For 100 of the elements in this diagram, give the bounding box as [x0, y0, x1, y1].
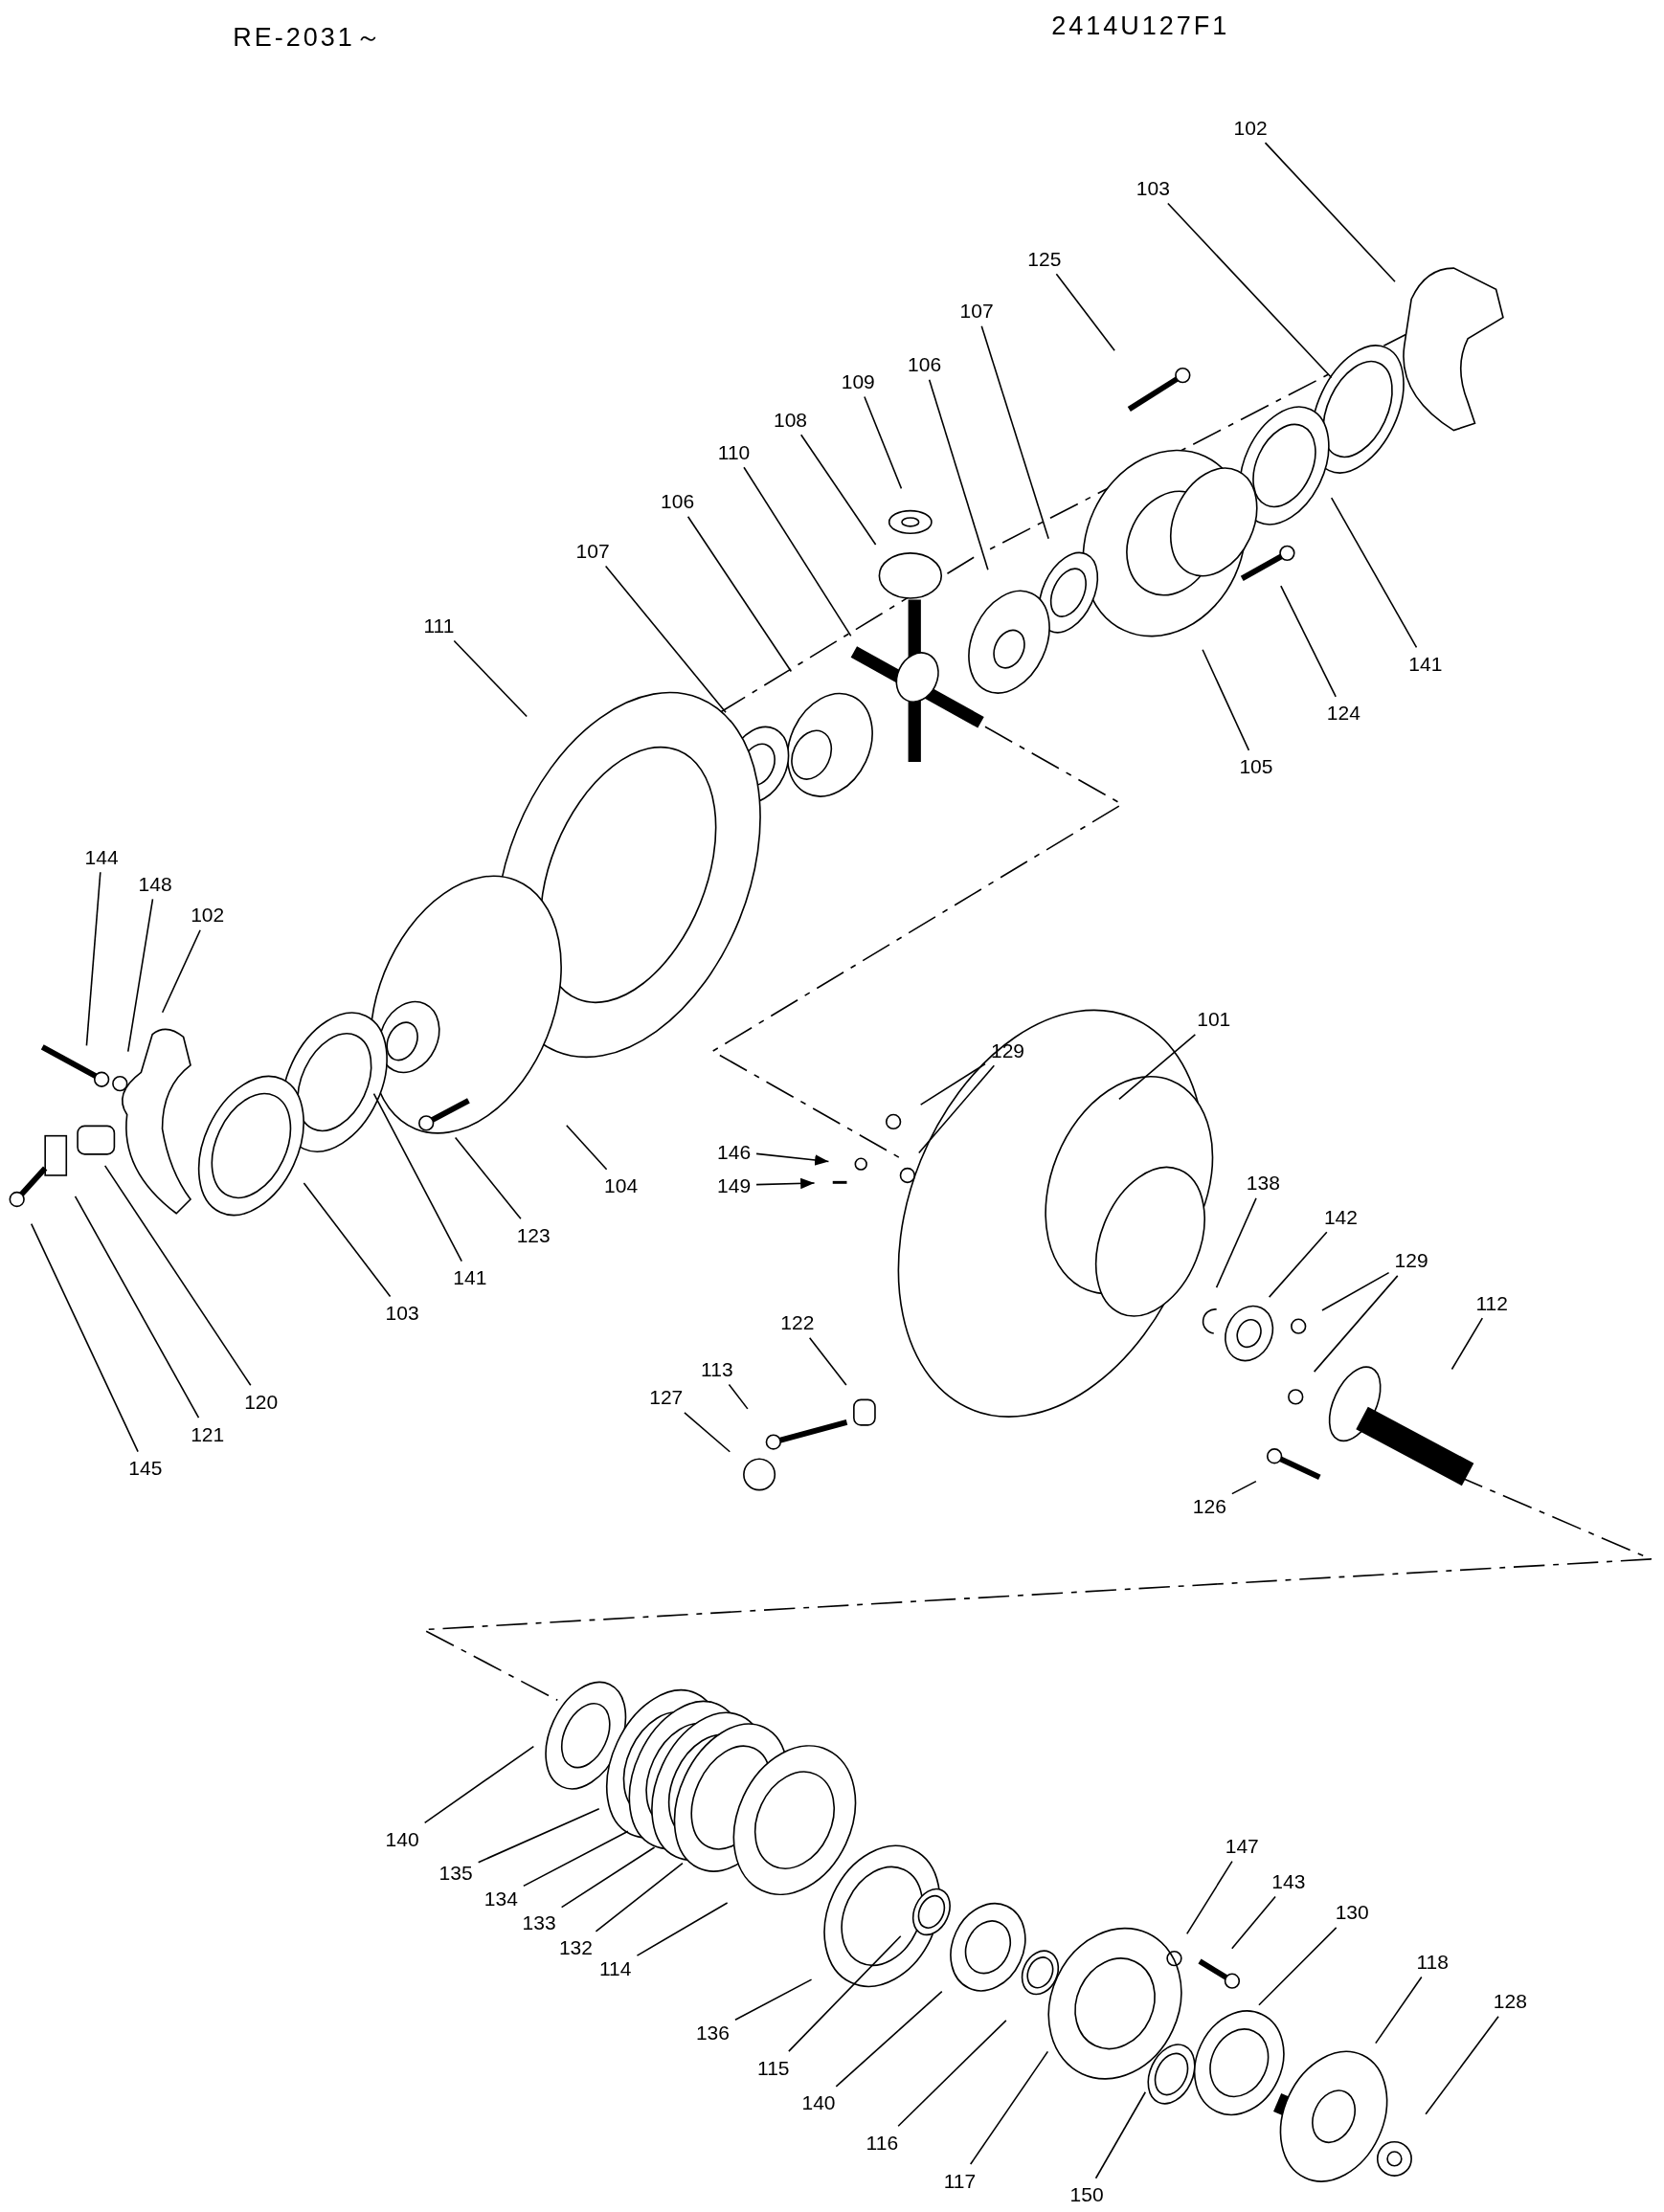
leader-line [636, 1902, 729, 1956]
callout-number: 121 [190, 1422, 226, 1445]
callout-number: 145 [127, 1456, 164, 1479]
callout-number: 103 [1135, 176, 1171, 199]
leader-line [919, 1062, 986, 1106]
callout-number: 120 [243, 1390, 280, 1413]
leader-line [835, 1990, 943, 2088]
leader-line [560, 1846, 656, 1909]
callout-number: 133 [521, 1910, 557, 1933]
callout-number: 125 [1026, 247, 1063, 270]
leader-line [30, 1222, 139, 1453]
leader-line [1231, 1480, 1257, 1495]
callout-number: 109 [840, 369, 876, 392]
leader-line [1167, 202, 1333, 379]
callout-number: 107 [958, 299, 995, 322]
leader-line [1055, 273, 1115, 352]
leader-line [1094, 2090, 1147, 2179]
callout-number: 113 [700, 1357, 734, 1380]
leader-line [799, 434, 877, 546]
callout-number: 126 [1191, 1494, 1227, 1517]
leader-line [523, 1830, 629, 1888]
leader-line [755, 1152, 830, 1166]
callout-number: 105 [1238, 754, 1274, 777]
leader-line [565, 1124, 608, 1171]
callout-number: 112 [1474, 1291, 1509, 1314]
callout-number: 102 [1232, 116, 1269, 139]
callout-number: 114 [598, 1956, 633, 1979]
leader-line [1450, 1317, 1484, 1371]
leader-line [1118, 1034, 1197, 1101]
leader-line [453, 639, 528, 718]
callout-number: 106 [660, 489, 696, 512]
callout-number: 140 [384, 1827, 420, 1850]
leader-line [1280, 585, 1337, 698]
callout-number: 107 [574, 539, 611, 562]
callout-number: 135 [438, 1861, 474, 1884]
leader-line [1425, 2016, 1499, 2115]
leader-line [928, 379, 989, 570]
leader-line [1321, 1271, 1390, 1311]
leader-line [918, 1064, 996, 1154]
leader-line [303, 1182, 392, 1298]
callout-number: 103 [384, 1301, 420, 1324]
callout-number: 138 [1245, 1171, 1281, 1194]
callout-number: 102 [190, 903, 226, 926]
callout-number: 134 [483, 1887, 519, 1910]
leader-line [103, 1165, 252, 1387]
leader-line [743, 466, 852, 637]
leader-line [864, 395, 903, 490]
leader-line [969, 2050, 1049, 2165]
leader-line [755, 1177, 816, 1190]
callout-number: 144 [83, 845, 120, 868]
leader-line [684, 1412, 731, 1453]
callout-number: 118 [1415, 1950, 1450, 1973]
drawing-code: 2414U127F1 [1051, 11, 1230, 41]
leader-line [85, 871, 101, 1047]
leader-line [788, 1935, 902, 2052]
callout-number: 148 [137, 872, 173, 895]
callout-number: 130 [1334, 1900, 1370, 1923]
leader-line [980, 325, 1049, 540]
leader-line [595, 1862, 684, 1933]
leader-line [1215, 1197, 1257, 1288]
callout-number: 122 [779, 1310, 816, 1333]
callout-number: 129 [1393, 1248, 1429, 1271]
callout-number: 123 [515, 1223, 551, 1246]
callout-number: 149 [716, 1173, 753, 1196]
callout-number: 141 [452, 1265, 488, 1288]
callout-number: 132 [557, 1935, 594, 1958]
leader-line [604, 565, 727, 713]
callout-number: 101 [1196, 1007, 1232, 1030]
leader-line [126, 898, 154, 1053]
callout-number: 150 [1068, 2182, 1105, 2205]
callout-number: 124 [1325, 701, 1361, 724]
leader-line [1258, 1927, 1338, 2006]
callout-number: 146 [716, 1140, 753, 1163]
callout-number: 143 [1270, 1869, 1307, 1892]
leader-line [728, 1383, 749, 1410]
leader-line [1330, 497, 1418, 649]
leader-line [1375, 1976, 1423, 2044]
leader-line [808, 1336, 847, 1386]
leader-line [734, 1978, 813, 2022]
leader-line [161, 928, 201, 1014]
callout-number: 106 [907, 352, 943, 375]
leader-line [477, 1807, 600, 1864]
leader-line [1268, 1231, 1328, 1298]
drawing-code: RE-2031～ [233, 21, 384, 54]
leader-line [1264, 142, 1396, 282]
callout-number: 142 [1322, 1205, 1359, 1228]
leader-line [74, 1195, 200, 1419]
leader-line [1185, 1860, 1233, 1935]
callout-number: 128 [1492, 1989, 1528, 2012]
leader-line [1231, 1895, 1276, 1950]
callout-number: 117 [942, 2169, 978, 2192]
callout-number: 141 [1407, 652, 1444, 675]
callout-number: 104 [603, 1173, 640, 1196]
leader-line [423, 1745, 535, 1824]
leader-line [454, 1136, 522, 1220]
callout-number: 147 [1224, 1834, 1260, 1857]
callout-number: 115 [756, 2056, 791, 2079]
leader-line [686, 516, 793, 673]
callout-number: 140 [800, 2090, 837, 2113]
leader-line [1202, 648, 1250, 751]
